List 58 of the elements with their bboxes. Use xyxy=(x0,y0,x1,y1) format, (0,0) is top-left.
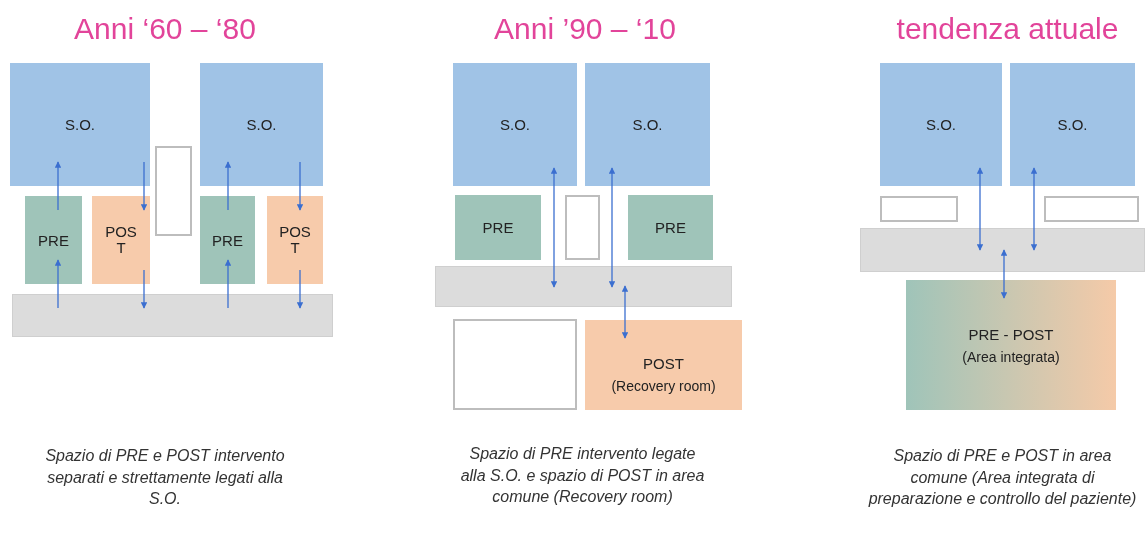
room-label: S.O. xyxy=(632,116,663,133)
empty-room xyxy=(453,319,577,410)
operating-room-block xyxy=(453,63,577,186)
arrow xyxy=(296,269,304,309)
post-op-area xyxy=(92,196,150,284)
column-heading: Anni ’90 – ‘10 xyxy=(493,12,677,46)
arrow xyxy=(224,161,232,211)
arrow xyxy=(550,167,558,288)
caption-text: Spazio di PRE e POST intervento separati e strettamente legati alla S.O. xyxy=(45,446,285,510)
caption-text: Spazio di PRE e POST in area comune (Area integrata di preparazione e controllo del paziente) xyxy=(867,446,1138,510)
operating-room-block xyxy=(585,63,710,186)
operating-room-block xyxy=(200,63,323,186)
arrow xyxy=(140,161,148,211)
post-op-area xyxy=(267,196,323,284)
room-label: S.O. xyxy=(65,116,95,133)
corridor-bar xyxy=(860,228,1145,272)
integrated-area xyxy=(906,280,1116,410)
empty-room xyxy=(1044,196,1139,222)
room-label: PRE xyxy=(482,219,514,236)
arrow xyxy=(608,167,616,288)
caption-text: Spazio di PRE intervento legate alla S.O. e spazio di POST in area comune (Recovery room) xyxy=(459,444,706,508)
room-label: POST xyxy=(643,354,684,372)
arrow xyxy=(1030,167,1038,251)
room-sublabel: (Recovery room) xyxy=(611,377,716,394)
column-heading: Anni ‘60 – ‘80 xyxy=(73,12,257,46)
operating-room-block xyxy=(880,63,1002,186)
arrow xyxy=(140,269,148,309)
arrow xyxy=(54,161,62,211)
pre-op-area xyxy=(455,195,541,260)
column-heading: tendenza attuale xyxy=(895,12,1120,46)
room-label: S.O. xyxy=(246,116,277,133)
arrow xyxy=(296,161,304,211)
operating-room-block xyxy=(10,63,150,186)
room-label: POST xyxy=(104,223,138,257)
arrow xyxy=(224,259,232,309)
room-label: PRE - POST xyxy=(968,325,1054,343)
arrow xyxy=(54,259,62,309)
empty-room xyxy=(880,196,958,222)
room-label: POST xyxy=(278,223,312,257)
pre-op-area xyxy=(200,196,255,284)
arrow xyxy=(1000,249,1008,299)
corridor-bar xyxy=(12,294,333,337)
room-sublabel: (Area integrata) xyxy=(962,348,1060,365)
empty-room xyxy=(155,146,192,236)
room-label: PRE xyxy=(655,219,686,236)
operating-room-block xyxy=(1010,63,1135,186)
corridor-bar xyxy=(435,266,732,307)
pre-op-area xyxy=(628,195,713,260)
arrow xyxy=(976,167,984,251)
arrow xyxy=(621,285,629,339)
empty-room xyxy=(565,195,600,260)
post-op-area xyxy=(585,320,742,410)
room-label: S.O. xyxy=(500,116,530,133)
room-label: PRE xyxy=(212,231,243,249)
room-label: S.O. xyxy=(926,116,956,133)
pre-op-area xyxy=(25,196,82,284)
room-label: S.O. xyxy=(1057,116,1088,133)
room-label: PRE xyxy=(38,231,69,249)
